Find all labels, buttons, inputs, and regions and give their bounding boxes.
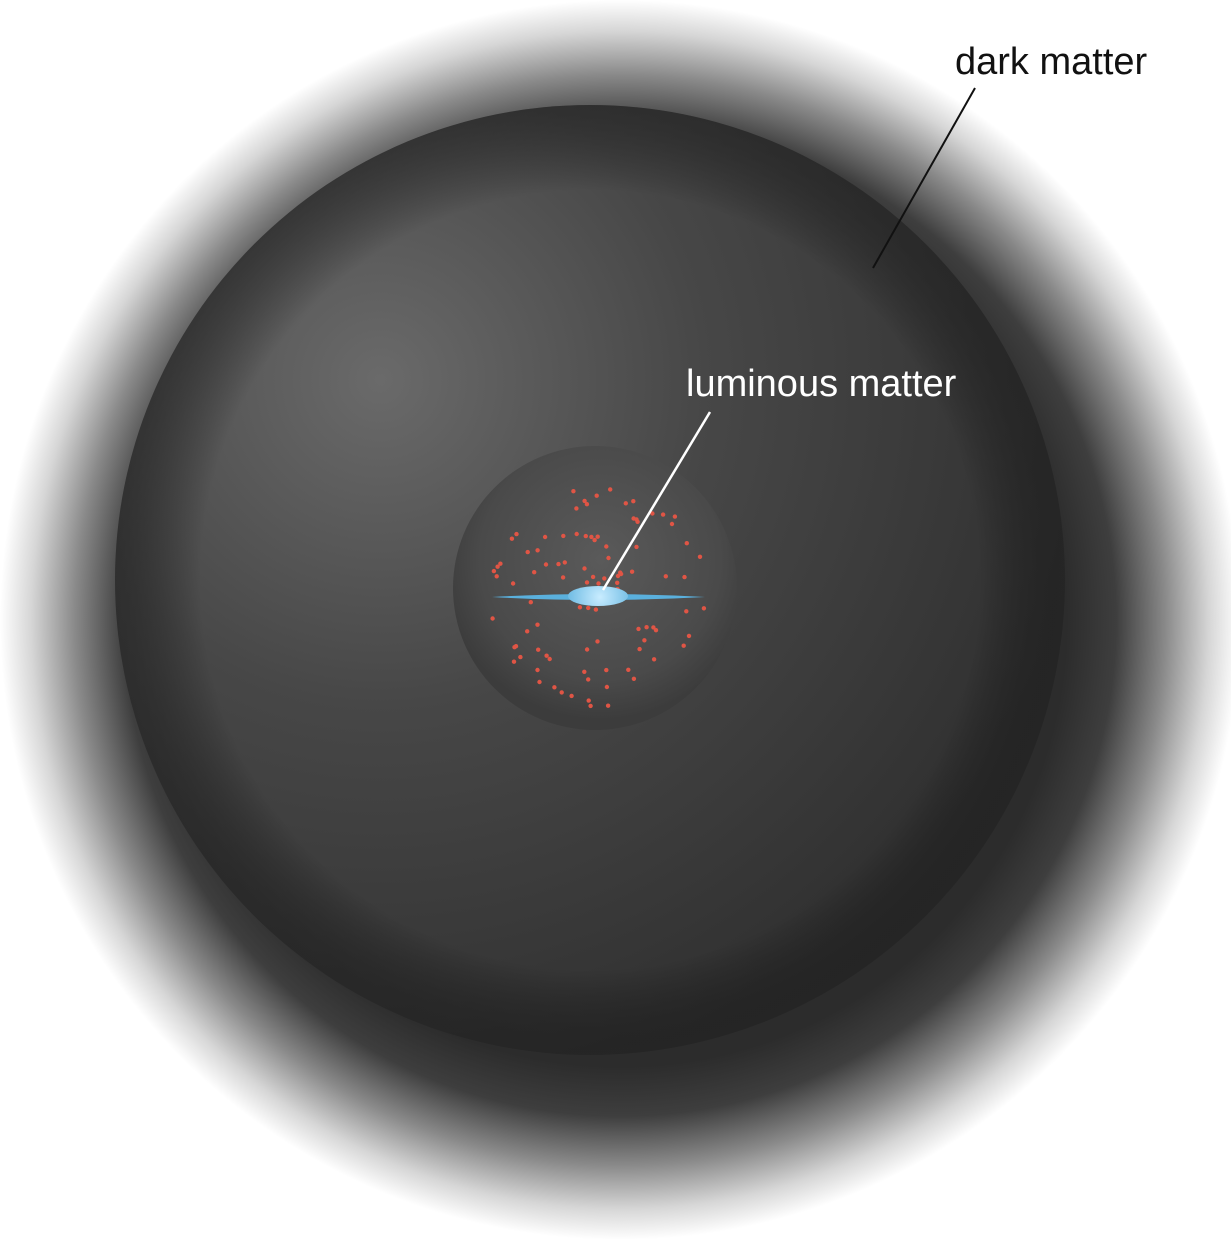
star-dot: [544, 653, 549, 658]
star-dot: [535, 548, 540, 553]
star-dot: [518, 654, 523, 660]
star-dot: [559, 690, 564, 695]
star-cluster-dots: [490, 487, 707, 709]
star-dot: [571, 489, 576, 494]
star-dot: [588, 703, 593, 709]
star-dot: [701, 606, 707, 611]
star-dot: [535, 622, 540, 627]
star-dot: [629, 569, 635, 574]
galactic-bulge: [568, 586, 628, 606]
star-dot: [582, 669, 587, 674]
star-dot: [663, 574, 668, 579]
star-dot: [635, 519, 640, 524]
star-dot: [582, 566, 587, 571]
star-dot: [634, 544, 639, 550]
star-dot: [681, 643, 686, 648]
star-dot: [651, 657, 657, 662]
star-dot: [589, 534, 594, 540]
star-dot: [605, 703, 611, 708]
star-dot: [561, 533, 566, 539]
star-dot: [631, 676, 637, 681]
star-dot: [595, 534, 600, 539]
luminous-matter-leader-line: [601, 411, 712, 591]
star-dot: [623, 501, 628, 506]
star-dot: [651, 625, 656, 630]
star-dot: [584, 502, 590, 507]
star-dot: [491, 568, 497, 574]
star-dot: [577, 605, 583, 610]
star-dot: [560, 575, 566, 580]
star-dot: [495, 564, 500, 569]
star-dot: [528, 600, 533, 605]
star-dot: [552, 685, 557, 690]
star-dot: [637, 646, 642, 652]
star-dot: [594, 493, 599, 498]
star-dot: [604, 684, 610, 690]
star-dot: [574, 531, 579, 537]
star-dot: [686, 633, 692, 639]
star-dot: [595, 639, 600, 644]
star-dot: [697, 554, 703, 559]
star-dot: [608, 487, 613, 492]
star-dot: [514, 531, 519, 537]
star-dot: [510, 581, 516, 586]
star-dot: [498, 561, 503, 566]
star-dot: [537, 679, 542, 685]
star-dot: [682, 574, 687, 580]
star-dot: [586, 698, 591, 703]
star-dot: [631, 516, 636, 521]
star-dot: [660, 512, 666, 517]
star-dot: [535, 667, 540, 673]
luminous-matter-label: luminous matter: [686, 363, 957, 405]
star-dot: [604, 667, 609, 673]
star-dot: [513, 644, 519, 649]
star-dot: [636, 626, 641, 632]
star-dot: [525, 549, 530, 555]
star-dot: [684, 609, 689, 614]
star-dot: [582, 498, 587, 504]
star-dot: [602, 576, 607, 581]
star-dot: [604, 544, 609, 549]
star-dot: [644, 625, 649, 630]
star-dot: [596, 581, 601, 586]
star-dot: [569, 693, 574, 699]
star-dot: [536, 647, 541, 652]
star-dot: [543, 562, 549, 567]
star-dot: [672, 514, 678, 519]
star-dot: [490, 616, 495, 621]
star-dot: [586, 605, 591, 611]
star-dot: [584, 647, 590, 652]
star-dot: [590, 574, 596, 580]
star-dot: [525, 629, 530, 634]
star-dot: [511, 659, 517, 664]
star-dot: [593, 607, 599, 612]
star-dot: [547, 656, 552, 662]
star-dot: [494, 574, 499, 579]
star-dot: [606, 555, 611, 561]
dark-matter-leader-line: [872, 87, 976, 269]
star-dot: [574, 506, 579, 511]
star-dot: [618, 570, 623, 575]
star-dot: [684, 541, 689, 546]
star-dot: [542, 534, 548, 540]
star-dot: [653, 628, 659, 633]
dark-matter-label: dark matter: [955, 41, 1148, 83]
star-dot: [562, 560, 567, 565]
star-dot: [650, 511, 655, 516]
star-dot: [586, 677, 591, 682]
star-dot: [556, 561, 561, 567]
star-dot: [592, 537, 597, 543]
star-dot: [509, 536, 515, 541]
star-dot: [615, 580, 620, 585]
star-dot: [626, 667, 631, 672]
star-dot: [532, 570, 537, 575]
star-dot: [631, 499, 636, 504]
star-dot: [583, 533, 588, 539]
star-dot: [642, 638, 647, 643]
star-dot: [584, 580, 590, 585]
star-dot: [669, 521, 675, 527]
